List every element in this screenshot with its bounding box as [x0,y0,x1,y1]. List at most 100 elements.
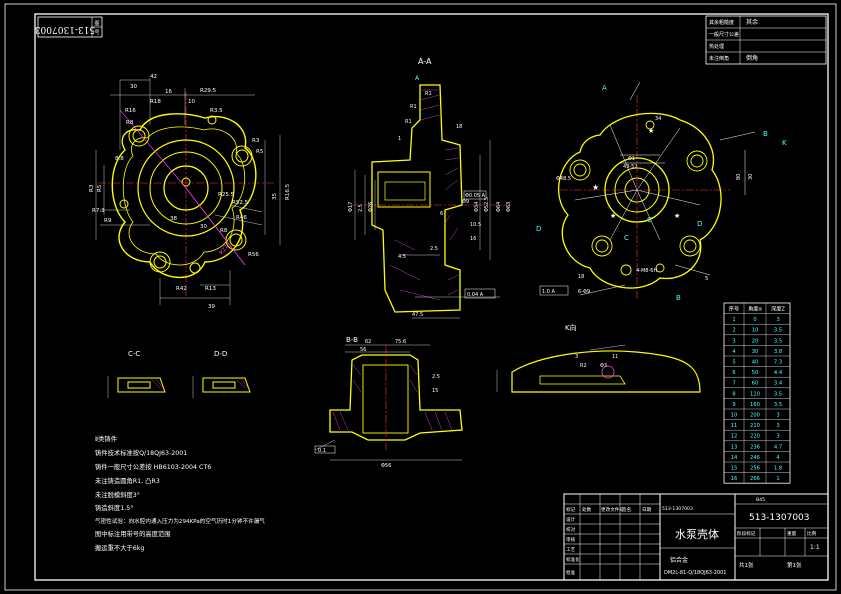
title-row-label: 校对 [566,526,576,533]
dim-label: R9 [104,218,112,224]
dim-label: R52.5 [232,200,249,206]
hole-table-cell: 160 [750,402,760,408]
dim-label: R5 [97,184,103,192]
hole-table-header: 深度Z [771,305,785,313]
view-title-cc: C-C [128,350,140,358]
dim-label: 43-52 [623,164,638,170]
hole-table-cell: 1 [776,476,779,482]
hole-table-cell: 60 [752,381,759,387]
section-marker: A [602,84,607,92]
dim-label: R16.5 [285,183,291,200]
material-label: 铝合金 [670,556,688,564]
section-marker: A [415,75,420,82]
hole-table-cell: 236 [750,444,760,450]
dim-label: Φ17 [348,202,354,212]
hole-table-cell: 3 [776,423,779,429]
dim-label: R29.5 [200,88,217,94]
hole-table-cell: 4 [732,349,736,355]
dim-label: R46 [236,215,247,221]
dim-label: Φ56 [381,463,391,469]
hole-table-cell: 40 [752,360,759,366]
hole-table-cell: 3 [732,338,735,344]
scale-value: 1:1 [810,544,820,551]
dim-label: 5 [705,276,708,282]
top-table-label: 未注倒角 [709,55,729,62]
hole-table-cell: 3 [776,413,779,419]
datum-frame: 0.04 A [467,292,484,298]
hole-table-cell: 3.4 [774,381,783,387]
top-table-value: 其余 [746,18,758,26]
top-right-table: 其余粗糙度 其余 一般尺寸公差 热处理 未注倒角 倒角 [705,15,827,65]
dim-label: 15 [432,388,438,394]
section-cc-dd: C-C D-D [107,350,251,398]
hole-table-cell: 3.5 [774,391,782,397]
dim-label: 11 [612,354,618,360]
hole-table-cell: 10 [731,413,738,419]
title-header-cell: 标记 [566,506,576,513]
dim-label: 16 [470,236,476,242]
section-marker: C [647,216,652,224]
hole-table-header: 序号 [729,305,739,313]
outer-frame [4,3,837,591]
svg-text:★: ★ [674,212,680,220]
section-marker: K [782,139,787,147]
title-row-label: 审核 [566,536,576,543]
note-line: 铸件技术标准按Q/18QJ63-2001 [95,448,187,457]
dim-label: R1 [425,91,432,97]
hole-table-cell: 11 [731,423,738,429]
title-stage-label: 阶段标记 [737,530,756,537]
hole-table-cell: 7 [732,381,735,387]
hole-table-cell: 20 [752,338,759,344]
title-header-cell: 处数 [582,506,592,513]
top-table-label: 一般尺寸公差 [709,31,739,38]
dim-label: 3 [575,354,578,360]
dim-label: 2.5 [432,374,440,380]
dim-label: 2.5 [358,204,364,212]
dim-label: 18 [456,124,462,130]
hole-table-cell: 1 [732,317,735,323]
hole-table-cell: 266 [750,476,760,482]
note-line: 未注脱模斜度3° [95,490,140,499]
dim-label: R5 [256,149,264,155]
title-header-cell: 日期 [642,507,652,513]
view-title-k: K向 [565,323,577,332]
note-line: 图中标注用带号的高度范围 [95,529,171,538]
hole-table-cell: 7.3 [774,360,782,366]
datum-frame: 1.0 A [542,289,556,295]
top-table-label: 热处理 [709,43,724,50]
hole-table-cell: 110 [750,391,760,397]
hole-table-cell: 13 [731,444,738,450]
dim-label: 30 [200,224,207,230]
dim-label: R8 [126,120,134,126]
technical-notes: Ⅱ类铸件 铸件技术标准按Q/18QJ63-2001 铸件一般尺寸公差按 HB61… [95,434,265,552]
hole-table-cell: 4 [776,455,780,461]
section-marker: B [676,294,681,302]
dim-label: 6-Φ9 [578,289,590,295]
hole-table-cell: 246 [750,455,760,461]
hole-table-cell: 200 [750,413,760,419]
hole-table-cell: 3.5 [774,338,782,344]
flange-outline [111,113,257,279]
hole-table-cell: 6 [732,370,735,376]
aa-outline [371,84,463,313]
hole-table-cell: 30 [752,349,759,355]
note-line: 铸造斜度1.5° [95,503,133,512]
view-title-dd: D-D [214,350,227,358]
dim-label: R13 [205,286,216,292]
note-line: 未注铸造圆角R1, 凸R3 [95,476,160,485]
section-aa-view: A-A 0.04 A Φ0.05 A A R1 R1 R1 1 18 16 4.… [348,57,512,319]
section-marker: B [763,130,768,138]
dim-label: 2.5 [430,246,438,252]
hole-table-cell: 220 [750,434,760,440]
dim-label: 34 [655,116,661,122]
corner-cell: 号 [94,30,99,36]
dim-label: 80 [736,174,742,180]
svg-text:★: ★ [648,127,654,135]
dim-label: R16 [125,108,136,114]
dim-label: Φ63 [506,202,512,212]
hole-table-cell: 0 [753,317,756,323]
title-version-code: 513-1307003 [662,506,693,512]
dim-label: 42 [150,74,157,80]
title-row-label: 标准化 [566,556,580,563]
corner-code: 513-1307003 [35,24,96,34]
